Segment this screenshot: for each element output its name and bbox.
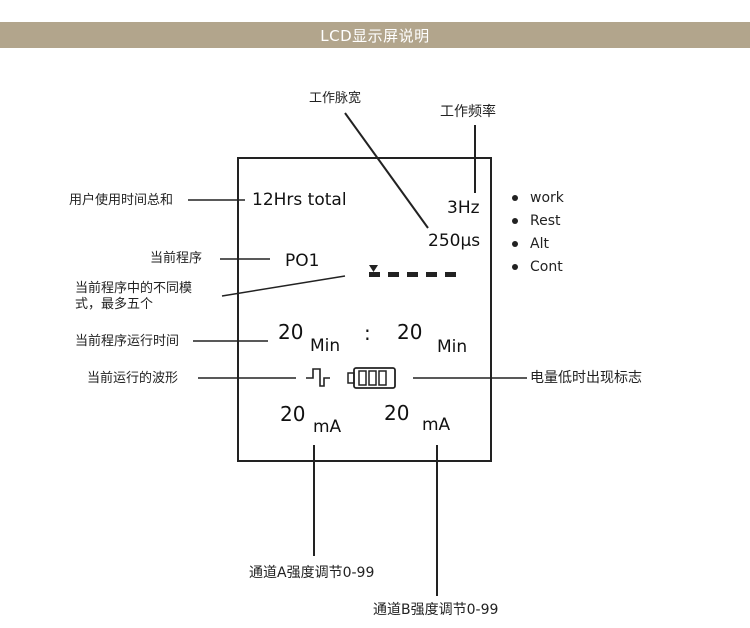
low-battery-label: 电量低时出现标志 [530,370,642,386]
pulse-width-leader [344,112,429,229]
banner-title: LCD显示屏说明 [320,26,430,45]
battery-icon [347,367,396,389]
lcd-total-time: 12Hrs total [252,190,347,210]
modes-leader [221,275,346,297]
waveform-icon [306,368,330,387]
mode-label-work: work [530,190,564,206]
lcd-frame [237,157,492,462]
run-time-label: 当前程序运行时间 [75,334,180,349]
mode-dash-1 [369,272,380,277]
title-banner: LCD显示屏说明 [0,22,750,48]
lcd-time-left-value: 20 [278,320,304,344]
lcd-channel-b-value: 20 [384,401,410,425]
channel-b-label: 通道B强度调节0-99 [373,602,499,618]
mode-dash-5 [445,272,456,277]
mode-dot-alt [512,241,518,247]
mode-dot-cont [512,264,518,270]
lcd-channel-a-value: 20 [280,402,306,426]
lcd-frequency: 3Hz [447,198,480,218]
modes-label-line1: 当前程序中的不同模 [75,281,193,296]
lcd-time-right-value: 20 [397,320,423,344]
mode-dot-rest [512,218,518,224]
mode-label-alt: Alt [530,236,549,252]
lcd-time-separator: : [364,321,371,345]
lcd-channel-b-unit: mA [422,415,451,435]
lcd-time-left-unit: Min [310,336,341,356]
lcd-program: PO1 [285,251,320,271]
current-program-label: 当前程序 [150,251,203,266]
lcd-pulse-width: 250μs [428,231,481,251]
pulse-width-label: 工作脉宽 [309,91,362,106]
mode-dot-work [512,195,518,201]
waveform-label: 当前运行的波形 [87,371,179,386]
mode-dash-4 [426,272,437,277]
mode-dash-2 [388,272,399,277]
modes-label-line2: 式，最多五个 [75,297,154,312]
mode-label-rest: Rest [530,213,561,229]
frequency-label: 工作频率 [440,104,496,120]
lcd-channel-a-unit: mA [313,417,342,437]
channel-a-label: 通道A强度调节0-99 [249,565,375,581]
mode-pointer-icon [369,265,378,272]
total-time-label: 用户使用时间总和 [69,193,174,208]
lcd-time-right-unit: Min [437,337,468,357]
mode-label-cont: Cont [530,259,563,275]
mode-dash-3 [407,272,418,277]
